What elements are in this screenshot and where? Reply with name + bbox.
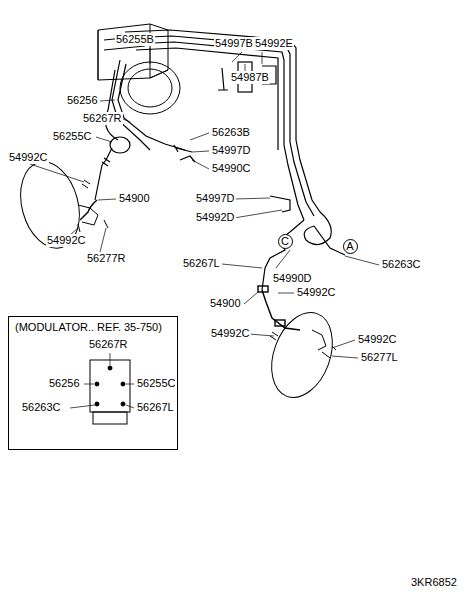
clip — [82, 180, 90, 188]
part-number: 54997D — [195, 192, 236, 205]
part-number: 56255B — [115, 33, 155, 46]
part-number: 56267R — [88, 338, 129, 351]
reference-letter: A — [346, 240, 353, 253]
caliper — [312, 330, 326, 350]
bolt — [78, 220, 108, 232]
reference-circle: A — [343, 239, 358, 254]
part-number: 54900 — [118, 192, 151, 205]
rear-brake-disc — [261, 304, 344, 406]
reference-letter: C — [281, 235, 289, 248]
brake-hoses — [80, 200, 300, 330]
part-number: 54992D — [195, 211, 236, 224]
part-number: 54992C — [296, 286, 337, 299]
part-number: 54992E — [254, 37, 294, 50]
part-number: 56263C — [21, 401, 62, 414]
part-number: 56277R — [86, 252, 127, 265]
part-number: 56256 — [66, 94, 99, 107]
part-number: 54992C — [210, 327, 251, 340]
reference-circle: C — [278, 234, 293, 249]
part-number: 56267L — [136, 401, 175, 414]
part-number: 56277L — [360, 351, 399, 364]
part-number: 56267L — [182, 257, 221, 270]
part-number: 54997D — [211, 144, 252, 157]
part-number: 56263C — [381, 258, 422, 271]
modulator-unit — [98, 24, 180, 114]
caliper — [78, 205, 98, 225]
part-number: 56255C — [136, 377, 177, 390]
part-number: 54992C — [46, 234, 87, 247]
inset-heading: (MODULATOR.. REF. 35-750) — [15, 321, 171, 334]
leader-lines — [30, 48, 379, 358]
part-number: 56255C — [52, 130, 93, 143]
brake-pipes — [95, 30, 345, 290]
part-number: 56256 — [48, 377, 81, 390]
part-number: 56267R — [82, 112, 123, 125]
part-number: 54990C — [211, 162, 252, 175]
part-number: 54997B — [214, 37, 254, 50]
part-number: 56263B — [211, 126, 251, 139]
drawing-number: 3KR6852 — [410, 576, 458, 589]
front-brake-disc — [12, 155, 89, 254]
part-number: 54990D — [272, 272, 313, 285]
part-number: 54992C — [357, 333, 398, 346]
part-number: 54987B — [230, 71, 270, 84]
part-number: 54900 — [209, 297, 242, 310]
part-number: 54992C — [8, 151, 49, 164]
